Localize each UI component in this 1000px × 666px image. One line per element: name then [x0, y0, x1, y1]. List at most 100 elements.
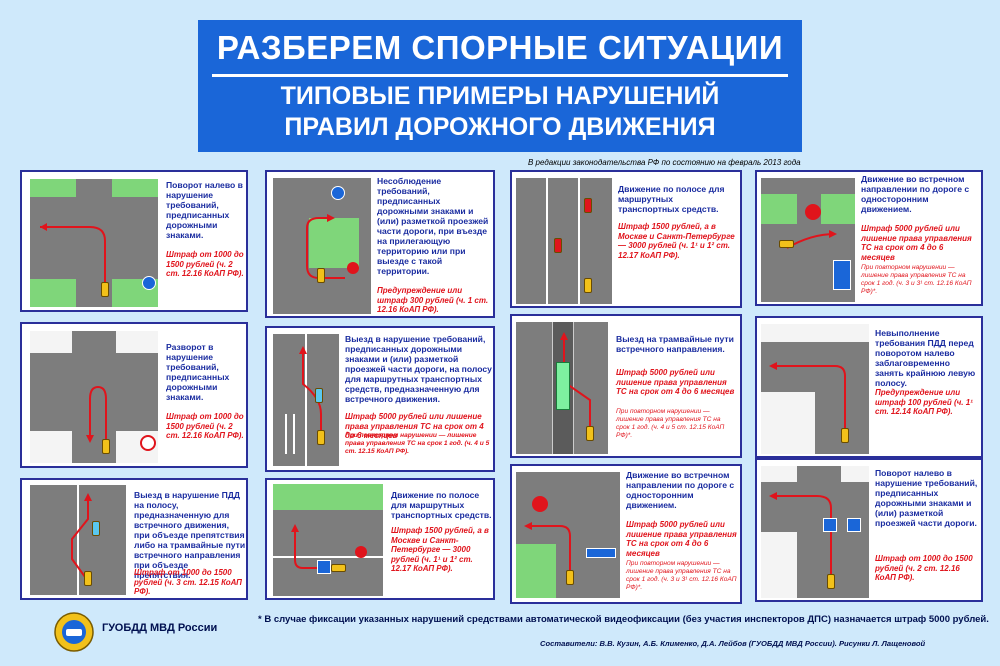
car-icon: [101, 282, 109, 297]
lane-direction-sign-icon: [823, 518, 837, 532]
illustration-driveway: [273, 178, 371, 314]
grass-area: [30, 431, 72, 463]
one-way-sign-icon: [586, 548, 616, 558]
grass-area: [116, 331, 158, 353]
grass-area: [309, 218, 359, 268]
panel-fine: Предупреждение или штраф 100 рублей (ч. …: [875, 388, 973, 416]
lane-marking: [578, 178, 580, 304]
no-entry-sign-icon: [355, 546, 367, 558]
panel-fine: Штраф от 1000 до 1500 рублей (ч. 2 ст. 1…: [166, 250, 244, 278]
maneuver-arrow-icon: [291, 524, 337, 569]
one-way-sign-icon: [833, 260, 851, 290]
edition-note: В редакции законодательства РФ по состоя…: [528, 158, 801, 167]
panel-description: Движение по полосе для маршрутных трансп…: [618, 184, 725, 214]
panel-repeat-note: При повторном нарушении — лишение права …: [626, 560, 737, 591]
panel-fine: Штраф 5000 рублей или лишение права упра…: [345, 412, 484, 440]
no-u-turn-sign-icon: [140, 435, 156, 451]
panel-description: Движение по полосе для маршрутных трансп…: [391, 490, 492, 520]
panel-left-turn-markings: Поворот налево в нарушение требований, п…: [755, 458, 983, 602]
maneuver-arrow-icon: [299, 346, 322, 444]
maneuver-arrow-icon: [86, 385, 107, 443]
panel-description: Поворот налево в нарушение требований, п…: [875, 468, 978, 528]
car-icon: [102, 439, 110, 454]
panel-fine: Штраф 5000 рублей или лишение права упра…: [616, 368, 735, 396]
maneuver-arrow-icon: [71, 493, 92, 582]
organization-name: ГУОБДД МВД России: [102, 622, 218, 634]
grass-area: [112, 179, 158, 197]
panel-adjacent-territory: Несоблюдение требований, предписанных до…: [265, 170, 495, 318]
panel-one-way-wrong-direction-a: Движение во встречном направлении по дор…: [510, 464, 742, 604]
poster-subtitle-line2: ПРАВИЛ ДОРОЖНОГО ДВИЖЕНИЯ: [284, 113, 716, 141]
maneuver-arrow-icon: [769, 492, 832, 582]
panel-left-turn-violation: Поворот налево в нарушение требований, п…: [20, 170, 248, 312]
panel-one-way-wrong-direction-b: Движение во встречном направлении по дор…: [755, 170, 983, 306]
lane-marking: [305, 334, 307, 466]
panel-repeat-note: При повторном нарушении — лишение права …: [861, 264, 972, 295]
illustration-road: [30, 485, 126, 595]
car-icon: [84, 571, 92, 586]
panel-fine: Штраф 1500 рублей, а в Москве и Санкт-Пе…: [618, 222, 735, 260]
panel-bus-lane-driving-a: Движение по полосе для маршрутных трансп…: [265, 478, 495, 600]
maneuver-arrow-icon: [524, 522, 571, 576]
maneuver-arrow-icon: [306, 214, 345, 279]
panel-fine: Штраф 5000 рублей или лишение права упра…: [626, 520, 737, 558]
panel-description: Невыполнение требования ПДД перед поворо…: [875, 328, 976, 388]
panel-bus-lane-driving-b: Движение по полосе для маршрутных трансп…: [510, 170, 742, 308]
header-divider: [212, 74, 788, 77]
car-icon: [779, 240, 794, 248]
no-entry-sign-icon: [347, 262, 359, 274]
no-entry-sign-icon: [532, 496, 548, 512]
grass-area: [761, 466, 797, 482]
car-icon: [317, 430, 325, 445]
grass-area: [821, 194, 855, 224]
panel-fine: Штраф от 1000 до 1500 рублей (ч. 2 ст. 1…: [875, 554, 973, 582]
grass-area: [30, 179, 76, 197]
illustration-road: [516, 178, 612, 304]
panel-description: Движение во встречном направлении по дор…: [626, 470, 735, 510]
panel-tram-tracks: Выезд на трамвайные пути встречного напр…: [510, 314, 742, 458]
police-emblem-icon: [54, 612, 94, 652]
grass-area: [761, 194, 797, 224]
maneuver-arrow-icon: [40, 223, 106, 289]
tram-icon: [556, 362, 570, 410]
poster-title: РАЗБЕРЕМ СПОРНЫЕ СИТУАЦИИ: [216, 29, 784, 66]
panel-description: Разворот в нарушение требований, предпис…: [166, 342, 230, 402]
car-icon: [827, 574, 835, 589]
grass-area: [841, 466, 869, 482]
panel-fine: Штраф от 1000 до 1500 рублей (ч. 2 ст. 1…: [166, 412, 244, 440]
car-icon: [584, 278, 592, 293]
panel-fine: Предупреждение или штраф 300 рублей (ч. …: [377, 286, 489, 314]
illustration-intersection: [761, 466, 869, 598]
no-left-turn-sign-icon: [142, 276, 156, 290]
panel-repeat-note: При повторном нарушении — лишение права …: [616, 408, 725, 439]
grass-area: [761, 392, 815, 454]
grass-area: [516, 544, 556, 598]
no-entry-sign-icon: [805, 204, 821, 220]
lane-marking: [77, 485, 79, 595]
illustration-intersection: [30, 331, 158, 463]
panel-oncoming-lane-obstacle: Выезд в нарушение ПДД на полосу, предназ…: [20, 478, 248, 600]
maneuver-arrow-icon: [769, 362, 846, 438]
illustration-intersection: [30, 179, 158, 307]
panel-fine: Штраф 1500 рублей, а в Москве и Санкт-Пе…: [391, 526, 489, 573]
car-icon: [566, 570, 574, 585]
panel-description: Выезд в нарушение ПДД на полосу, предназ…: [134, 490, 246, 580]
panel-oncoming-bus-lane: Выезд в нарушение требований, предписанн…: [265, 326, 495, 472]
illustration-tram-road: [516, 322, 608, 454]
panel-fine: Штраф от 1000 до 1500 рублей (ч. 3 ст. 1…: [134, 568, 242, 596]
car-icon: [586, 426, 594, 441]
bus-lane-marking: [285, 414, 295, 454]
illustration-road: [273, 484, 383, 596]
road-sign-icon: [331, 186, 345, 200]
poster-subtitle-line1: ТИПОВЫЕ ПРИМЕРЫ НАРУШЕНИЙ: [280, 82, 720, 110]
panel-fine: Штраф 5000 рублей или лишение права упра…: [861, 224, 972, 262]
authors-credit: Составители: В.В. Кузин, А.Б. Клименко, …: [540, 639, 926, 648]
illustration-one-way-road: [761, 178, 855, 302]
panel-description: Поворот налево в нарушение требований, п…: [166, 180, 243, 240]
illustration-one-way-road: [516, 472, 620, 598]
bus-lane-sign-icon: [317, 560, 331, 574]
car-icon: [315, 388, 323, 403]
bus-lane-marking: [273, 556, 383, 558]
panel-u-turn-violation: Разворот в нарушение требований, предпис…: [20, 322, 248, 468]
grass-area: [30, 331, 72, 353]
